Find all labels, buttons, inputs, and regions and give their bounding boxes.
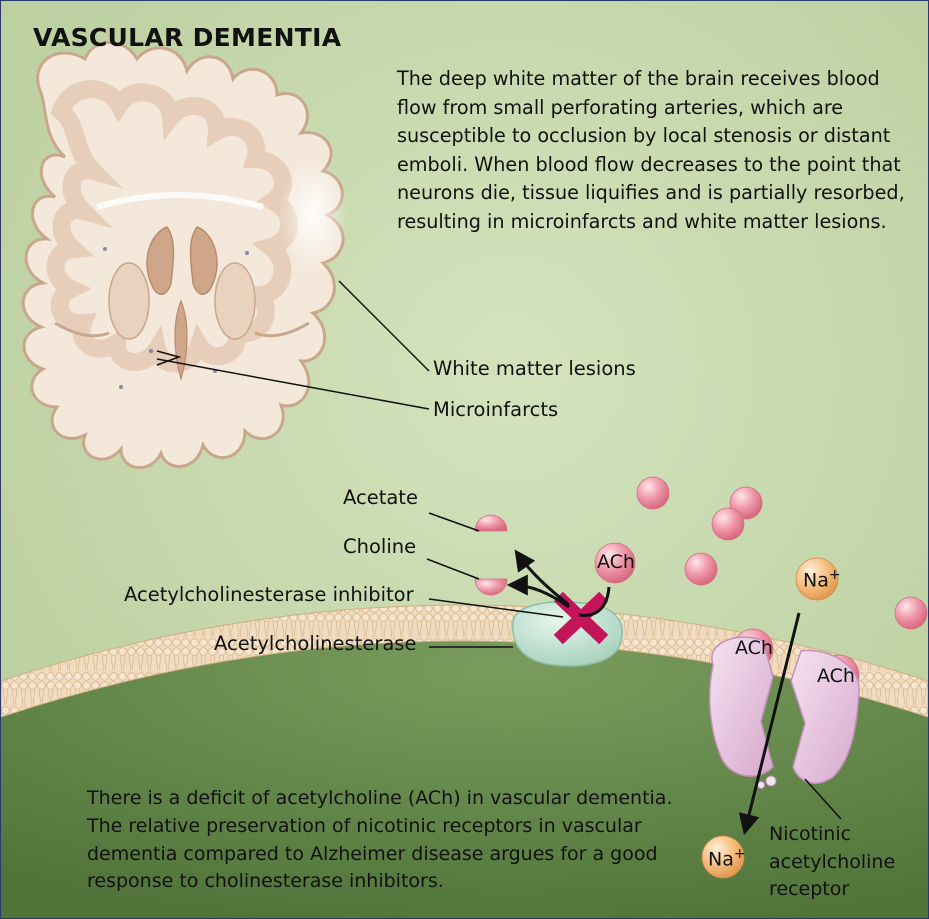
receptor-anchor bbox=[758, 782, 765, 789]
label-acetate: Acetate bbox=[343, 486, 418, 509]
label-choline: Choline bbox=[343, 535, 416, 558]
ach-label-receptor-2: ACh bbox=[817, 665, 855, 687]
ach-molecule bbox=[712, 508, 744, 540]
diagram-title: VASCULAR DEMENTIA bbox=[33, 23, 341, 52]
basal-ganglia-right bbox=[215, 263, 255, 339]
ach-molecule bbox=[685, 553, 717, 585]
microinfarct-dot bbox=[103, 247, 107, 251]
receptor-label-line: Nicotinic bbox=[769, 821, 895, 849]
receptor-label-line: receptor bbox=[769, 876, 895, 904]
sodium-symbol: Na bbox=[708, 848, 734, 870]
label-acetylcholinesterase: Acetylcholinesterase bbox=[214, 632, 416, 655]
label-white-matter-lesions: White matter lesions bbox=[433, 357, 636, 380]
ach-molecule bbox=[637, 477, 669, 509]
sodium-symbol: Na bbox=[803, 569, 829, 591]
label-nicotinic-acetylcholine-receptor: Nicotinic acetylcholine receptor bbox=[769, 821, 895, 904]
ach-molecule bbox=[895, 597, 927, 629]
summary-paragraph: There is a deficit of acetylcholine (ACh… bbox=[87, 785, 707, 896]
microinfarct-dot bbox=[149, 349, 153, 353]
white-matter-lesion bbox=[279, 159, 347, 271]
sodium-label-outside: Na+ bbox=[803, 567, 841, 591]
intro-paragraph: The deep white matter of the brain recei… bbox=[397, 65, 917, 237]
sodium-charge: + bbox=[829, 567, 841, 583]
sodium-charge: + bbox=[734, 846, 746, 862]
label-acetylcholinesterase-inhibitor: Acetylcholinesterase inhibitor bbox=[124, 583, 414, 606]
ach-label-bound: ACh bbox=[597, 551, 635, 573]
microinfarct-dot bbox=[119, 385, 123, 389]
sodium-label-inside: Na+ bbox=[708, 846, 746, 870]
brain-coronal-section bbox=[23, 43, 347, 468]
receptor-label-line: acetylcholine bbox=[769, 849, 895, 877]
microinfarct-dot bbox=[245, 251, 249, 255]
ach-label-receptor-1: ACh bbox=[735, 637, 773, 659]
label-microinfarcts: Microinfarcts bbox=[433, 398, 558, 421]
basal-ganglia-left bbox=[109, 263, 149, 339]
receptor-anchor bbox=[766, 776, 776, 786]
